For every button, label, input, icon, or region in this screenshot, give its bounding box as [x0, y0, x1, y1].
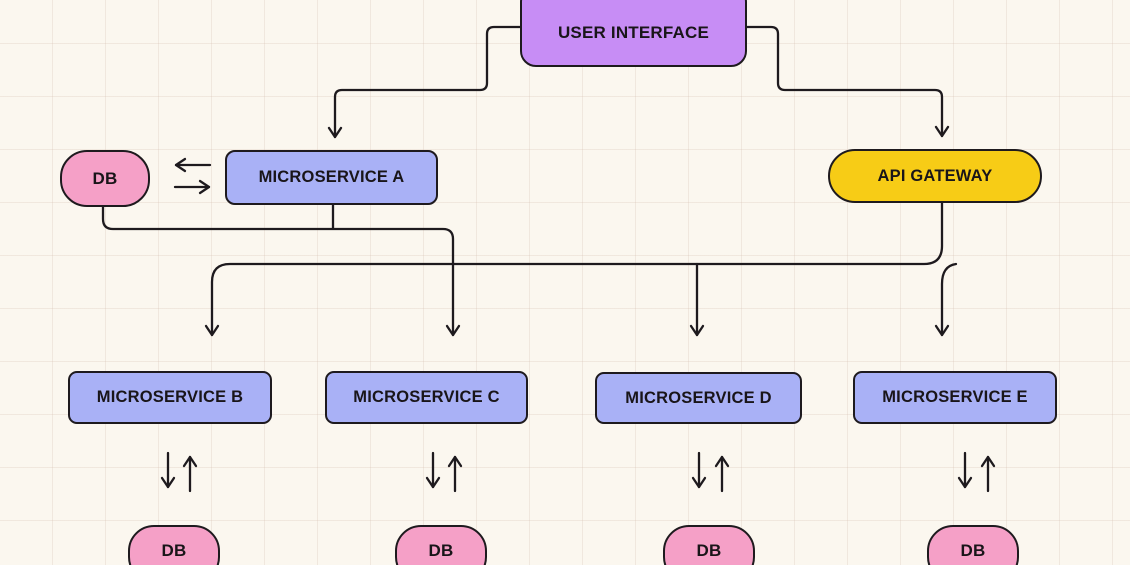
node-label: DB [696, 541, 722, 560]
node-microservice-c[interactable]: MICROSERVICE C [325, 371, 528, 424]
edge-api-gateway-to-microservice-e[interactable] [934, 262, 958, 337]
node-user-interface[interactable]: USER INTERFACE [520, 0, 747, 67]
node-label: MICROSERVICE B [96, 388, 244, 406]
node-label: DB [161, 541, 187, 560]
node-label: DB [428, 541, 454, 560]
node-label: USER INTERFACE [557, 22, 710, 42]
edge-ui-to-api-gateway[interactable] [745, 25, 950, 138]
node-api-gateway[interactable]: API GATEWAY [828, 149, 1042, 203]
node-microservice-b[interactable]: MICROSERVICE B [68, 371, 272, 424]
node-db-b[interactable]: DB [128, 525, 220, 565]
node-db-e[interactable]: DB [927, 525, 1019, 565]
node-label: MICROSERVICE A [258, 168, 405, 186]
node-db-main[interactable]: DB [60, 150, 150, 207]
edge-ui-to-microservice-a[interactable] [327, 25, 522, 139]
node-microservice-e[interactable]: MICROSERVICE E [853, 371, 1057, 424]
node-label: MICROSERVICE C [353, 388, 500, 406]
node-label: MICROSERVICE E [882, 388, 1028, 406]
node-db-d[interactable]: DB [663, 525, 755, 565]
node-label: DB [92, 168, 118, 188]
edge-db-msa-to-microservice-c[interactable] [101, 205, 461, 337]
node-microservice-d[interactable]: MICROSERVICE D [595, 372, 802, 424]
node-microservice-a[interactable]: MICROSERVICE A [225, 150, 438, 205]
node-label: DB [960, 541, 986, 560]
node-db-c[interactable]: DB [395, 525, 487, 565]
node-label: MICROSERVICE D [625, 388, 772, 407]
edge-api-gateway-to-microservice-b[interactable] [204, 201, 944, 337]
node-label: API GATEWAY [877, 166, 993, 185]
